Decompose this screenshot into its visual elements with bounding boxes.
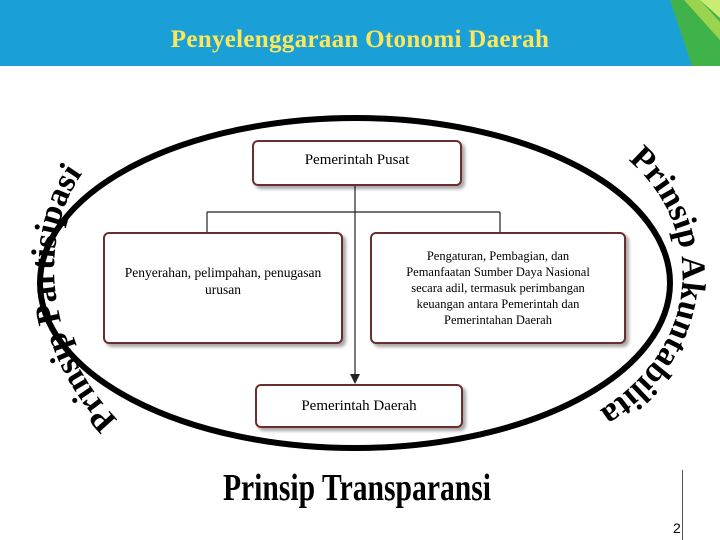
outer-ellipse — [37, 115, 673, 451]
right-box: Pengaturan, Pembagian, dan Pemanfaatan S… — [370, 232, 626, 344]
header-decoration — [670, 0, 720, 66]
footer-divider — [682, 470, 683, 540]
right-box-line: keuangan antara Pemerintah dan — [416, 297, 580, 311]
left-box-label: Penyerahan, pelimpahan, penugasan urusan — [124, 265, 322, 297]
right-box-line: Pengaturan, Pembagian, dan — [426, 249, 570, 263]
bottom-box: Pemerintah Daerah — [255, 384, 463, 428]
top-box: Pemerintah Pusat — [252, 140, 462, 186]
right-box-line: secara adil, termasuk perimbangan — [411, 281, 585, 295]
arrowhead-down — [350, 374, 360, 384]
bottom-label: Prinsip Transparansi — [223, 468, 491, 509]
right-arc-label-path: Prinsip Akuntabilitas — [0, 0, 712, 435]
top-box-label: Pemerintah Pusat — [304, 152, 410, 168]
page-number: 2 — [673, 520, 681, 536]
left-box: Penyerahan, pelimpahan, penugasan urusan — [103, 232, 343, 344]
header-bar — [0, 0, 720, 66]
right-box-line: Pemanfaatan Sumber Daya Nasional — [406, 265, 590, 279]
bottom-box-label: Pemerintah Daerah — [301, 398, 417, 414]
right-arc-label: Prinsip Akuntabilitas — [0, 0, 712, 435]
slide-title: Penyelenggaraan Otonomi Daerah — [170, 26, 550, 53]
right-box-line: Pemerintahan Daerah — [444, 313, 552, 327]
